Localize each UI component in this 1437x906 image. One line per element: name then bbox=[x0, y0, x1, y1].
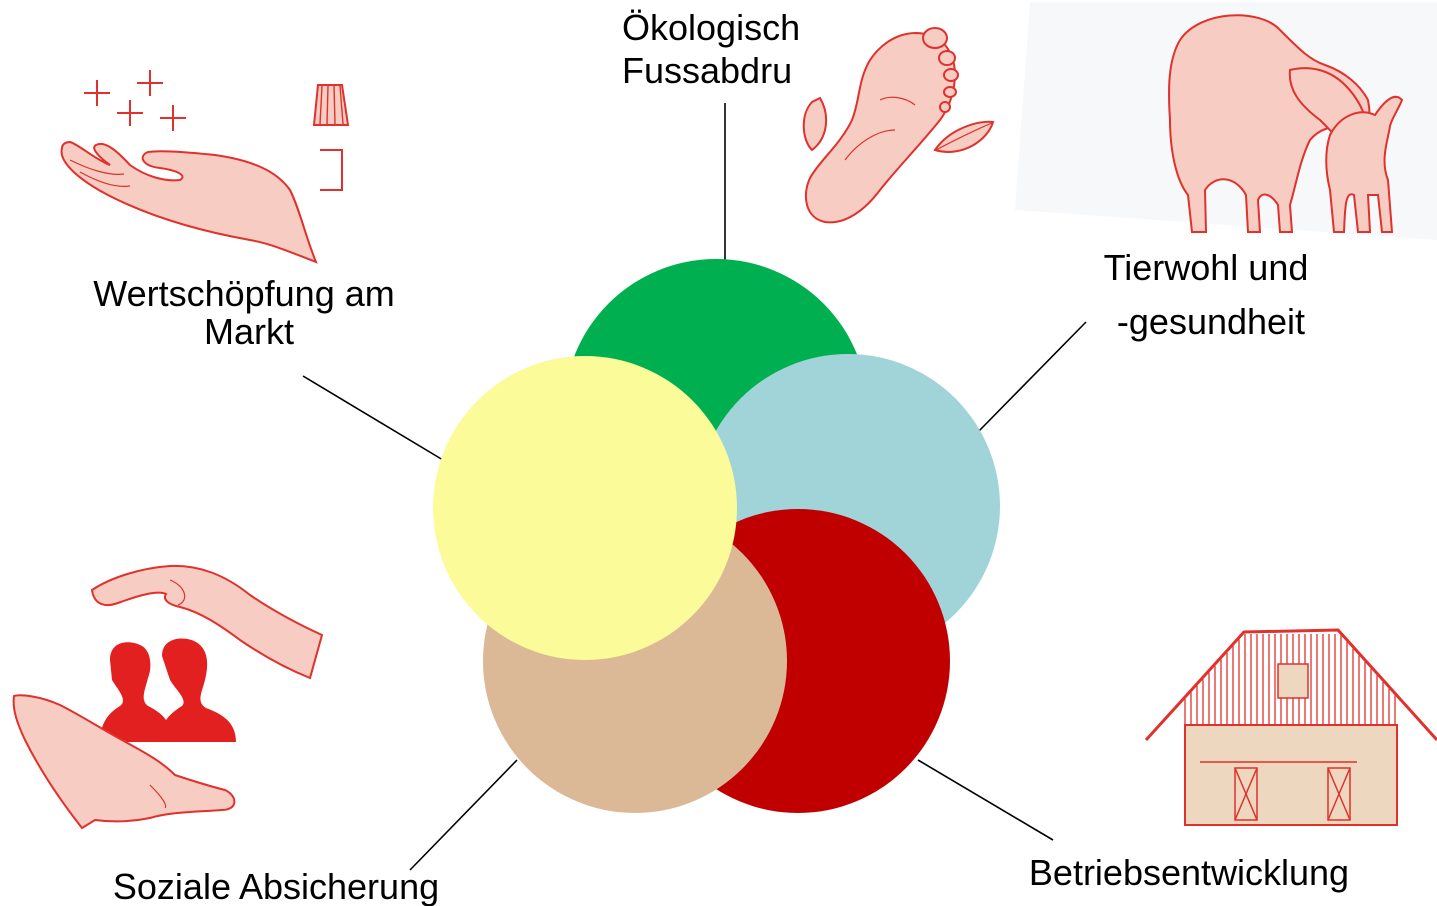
label-tierwohl-line2: -gesundheit bbox=[1117, 301, 1305, 342]
connector-tierwohl bbox=[978, 322, 1086, 432]
cow-and-calf-icon bbox=[1015, 2, 1437, 240]
barn-icon bbox=[1146, 630, 1437, 825]
label-betrieb: Betriebsentwicklung bbox=[1029, 852, 1349, 893]
connector-wertschoepfung bbox=[303, 376, 443, 460]
label-oekologisch-line2: Fussabdru bbox=[622, 50, 792, 91]
label-wertschoepfung: Wertschöpfung am Markt bbox=[93, 273, 405, 352]
label-tierwohl-line1: Tierwohl und bbox=[1104, 247, 1309, 288]
protecting-hands-icon bbox=[14, 566, 322, 828]
connector-betrieb bbox=[918, 760, 1053, 840]
label-oekologisch: Ökologisch Fussabdru bbox=[622, 7, 810, 91]
label-tierwohl: Tierwohl und -gesundheit bbox=[1104, 247, 1319, 342]
circle-yellow bbox=[433, 356, 737, 660]
open-hand-icon bbox=[62, 70, 348, 262]
footprint-icon bbox=[804, 28, 993, 222]
label-wertschoepfung-line2: Markt bbox=[204, 311, 294, 352]
label-soziale: Soziale Absicherung bbox=[113, 866, 439, 906]
connector-soziale bbox=[410, 760, 517, 870]
label-oekologisch-line1: Ökologisch bbox=[622, 7, 800, 48]
label-wertschoepfung-line1: Wertschöpfung am bbox=[93, 273, 394, 314]
